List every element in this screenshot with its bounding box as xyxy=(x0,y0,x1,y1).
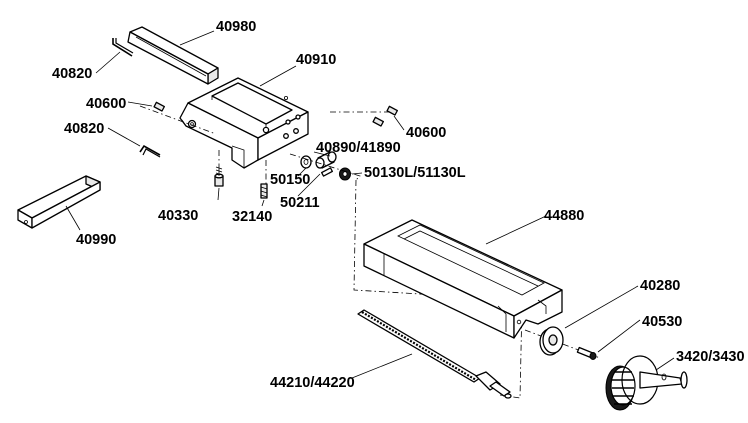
part-3420-handwheel xyxy=(605,355,688,411)
part-40600-left-screw xyxy=(153,101,166,112)
part-40980-gib xyxy=(127,26,219,85)
part-40330-bolt xyxy=(214,166,224,187)
part-40600-right-screws xyxy=(372,105,399,127)
label-40600-left: 40600 xyxy=(86,96,126,112)
leader-lines xyxy=(65,30,675,379)
label-50150: 50150 xyxy=(270,172,310,188)
label-40330: 40330 xyxy=(158,208,198,224)
label-40530: 40530 xyxy=(642,314,682,330)
label-44880: 44880 xyxy=(544,208,584,224)
part-40910-saddle xyxy=(179,77,309,169)
part-40990-gib xyxy=(17,175,101,229)
label-50130l-51130l: 50130L/51130L xyxy=(364,165,466,181)
part-32140-screw xyxy=(260,183,268,199)
part-40820-top-pin xyxy=(112,38,134,57)
label-40600-right: 40600 xyxy=(406,125,446,141)
part-40280-dial xyxy=(539,326,564,356)
label-3420-3430: 3420/3430 xyxy=(676,349,745,365)
part-50130-bearing xyxy=(339,167,351,181)
label-40980: 40980 xyxy=(216,19,256,35)
label-44210-44220: 44210/44220 xyxy=(270,375,355,391)
label-40820-lower: 40820 xyxy=(64,121,104,137)
label-40890-41890: 40890/41890 xyxy=(316,140,401,156)
part-40820-lower-pin xyxy=(139,144,161,158)
part-50150-washer xyxy=(300,155,312,169)
label-40820-top: 40820 xyxy=(52,66,92,82)
label-40910: 40910 xyxy=(296,52,336,68)
label-50211: 50211 xyxy=(280,195,320,211)
part-44880-cross-slide xyxy=(363,219,563,339)
label-32140: 32140 xyxy=(232,209,272,225)
label-40280: 40280 xyxy=(640,278,680,294)
part-40530-screw xyxy=(576,346,597,360)
part-labels: 40980 40820 40910 40600 40820 40600 4089… xyxy=(52,19,745,391)
label-40990: 40990 xyxy=(76,232,116,248)
part-50211-pin xyxy=(320,167,334,177)
part-44210-leadscrew xyxy=(357,309,512,399)
